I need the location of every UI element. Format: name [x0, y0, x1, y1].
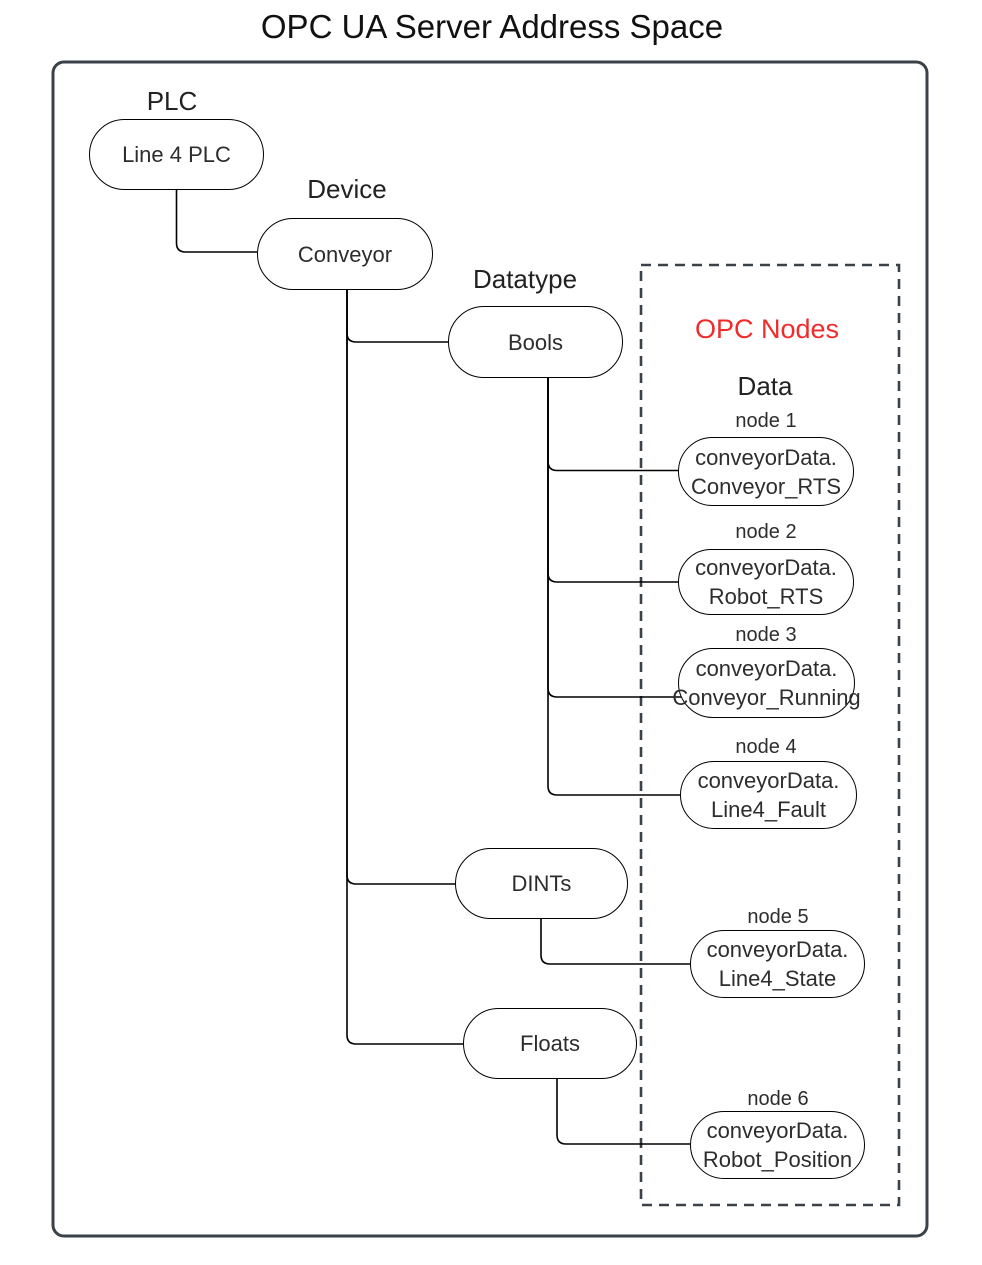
connector-bools-node2	[547, 378, 678, 583]
opc-nodes-heading: OPC Nodes	[694, 314, 840, 344]
outer-frame	[51, 60, 929, 1238]
connector-conveyor-dints	[346, 290, 455, 885]
node1-caption: node 1	[735, 410, 797, 432]
node6-caption: node 6	[747, 1088, 809, 1110]
datatype-label: Datatype	[472, 264, 578, 294]
node-floats: Floats	[463, 1008, 637, 1079]
plc-label: PLC	[146, 86, 198, 116]
opc-node-1: conveyorData. Conveyor_RTS	[678, 437, 854, 506]
connector-bools-node4	[547, 378, 680, 796]
page-title: OPC UA Server Address Space	[260, 8, 724, 45]
opc-node-6: conveyorData. Robot_Position	[690, 1111, 865, 1179]
node2-caption: node 2	[735, 521, 797, 543]
node-conveyor: Conveyor	[257, 218, 433, 290]
connector-plc-conveyor	[175, 190, 257, 253]
connector-floats-node6	[556, 1079, 690, 1145]
opc-node-4: conveyorData. Line4_Fault	[680, 761, 857, 829]
connector-conveyor-floats	[346, 290, 463, 1045]
data-label: Data	[737, 371, 793, 401]
connector-conveyor-bools	[346, 290, 448, 343]
node-bools: Bools	[448, 306, 623, 378]
opc-node-3: conveyorData. Conveyor_Running	[672, 648, 861, 718]
node-dints: DINTs	[455, 848, 628, 919]
node5-caption: node 5	[747, 906, 809, 928]
connector-bools-node1	[547, 378, 678, 472]
connector-bools-node3	[547, 378, 682, 698]
opc-node-2: conveyorData. Robot_RTS	[678, 549, 854, 615]
opc-nodes-dashed-box	[639, 263, 901, 1207]
device-label: Device	[307, 174, 387, 204]
node3-caption: node 3	[735, 624, 797, 646]
connector-dints-node5	[540, 919, 690, 965]
node-line4-plc: Line 4 PLC	[89, 119, 264, 190]
node4-caption: node 4	[735, 736, 797, 758]
opc-node-5: conveyorData. Line4_State	[690, 930, 865, 998]
